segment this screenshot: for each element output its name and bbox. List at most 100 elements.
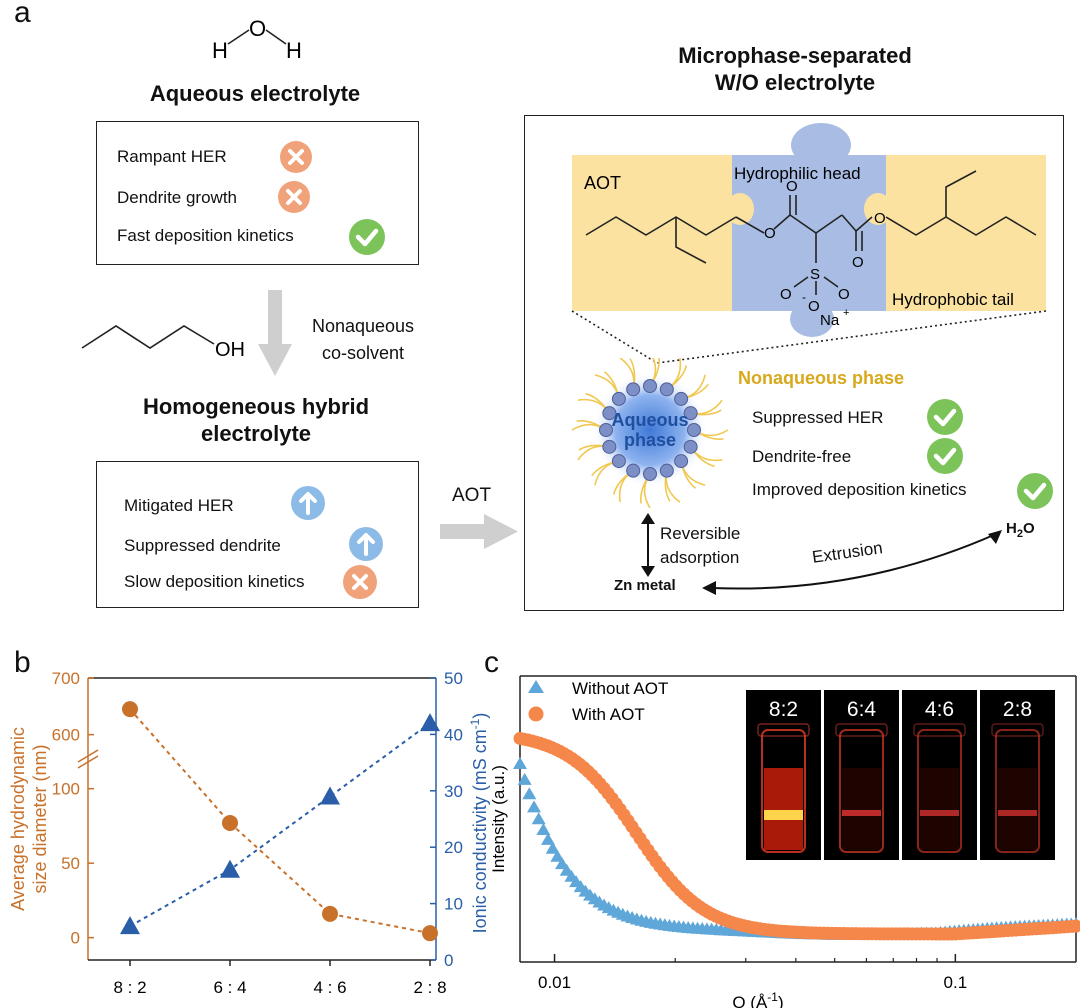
inset-label: 4:6	[925, 698, 954, 721]
inset-liquid	[842, 768, 881, 850]
water-o: O	[249, 16, 266, 41]
aqueous-item-3: Fast deposition kinetics	[117, 226, 294, 245]
legend-without-aot-label: Without AOT	[572, 679, 668, 698]
panel-c-label: c	[484, 646, 499, 679]
inset-vial	[839, 729, 884, 853]
check-icon	[349, 219, 385, 255]
size-point	[322, 905, 338, 922]
inset-vial-cap	[757, 723, 810, 737]
axis-break	[77, 755, 99, 769]
micelle-bead	[611, 391, 626, 406]
left-tick-label: 100	[52, 780, 80, 799]
x-tick-label: 2 : 8	[413, 978, 446, 997]
hydrophilic-head-label: Hydrophilic head	[734, 164, 861, 183]
right-tick-label: 40	[444, 725, 463, 744]
x-tick-label: 6 : 4	[213, 978, 246, 997]
x-tick-label: 4 : 6	[313, 978, 346, 997]
micro-item-3: Improved deposition kinetics	[752, 480, 967, 499]
without-aot-point	[550, 849, 565, 862]
conductivity-series-line	[129, 722, 431, 928]
inset-vial	[995, 729, 1040, 853]
right-tick-label: 10	[444, 895, 463, 914]
panel-b-label: b	[14, 646, 31, 679]
inset-label: 6:4	[847, 698, 877, 721]
inset-liquid	[920, 768, 959, 850]
legend-with-aot-marker	[528, 706, 544, 722]
hybrid-item-1: Mitigated HER	[124, 496, 234, 515]
legend-without-aot-marker	[528, 680, 544, 693]
inset-vial-cap	[913, 723, 966, 737]
inset-vial-cap	[835, 723, 888, 737]
without-aot-point	[527, 800, 542, 813]
c-x-tick-label: 0.1	[944, 973, 968, 992]
micelle-bead	[683, 439, 698, 454]
inset-vial	[917, 729, 962, 853]
butanol-oh: OH	[215, 339, 245, 361]
right-arrow-icon	[440, 514, 518, 549]
c-x-tick-label: 0.01	[538, 973, 571, 992]
cosolvent-line1: Nonaqueous	[311, 316, 415, 336]
micelle-bead	[674, 391, 689, 406]
without-aot-point	[522, 787, 537, 800]
microphase-title-line1: Microphase-separated	[678, 43, 912, 68]
micelle-bead	[683, 406, 698, 421]
without-aot-point	[531, 812, 546, 825]
micelle-bead	[687, 423, 701, 437]
inset-label: 2:8	[1003, 698, 1032, 721]
without-aot-point	[517, 772, 532, 785]
left-tick-label: 700	[52, 669, 80, 688]
without-aot-point	[545, 841, 560, 854]
inset-label: 8:2	[769, 698, 798, 721]
left-tick-label: 50	[61, 854, 80, 873]
reversible-line2: adsorption	[660, 548, 740, 567]
water-h-left: H	[212, 38, 228, 63]
micelle-bead	[643, 467, 657, 481]
size-series-line	[129, 708, 431, 935]
microphase-title-line2: W/O electrolyte	[714, 70, 876, 95]
micelle-bead	[602, 439, 617, 454]
inset-beam	[764, 810, 803, 820]
aqueous-phase-label: Aqueous phase	[600, 410, 700, 450]
h2o-label: H2O	[1006, 520, 1035, 540]
butanol-structure-icon: OH	[81, 325, 245, 361]
right-tick-label: 30	[444, 782, 463, 801]
conductivity-point	[420, 713, 440, 732]
axis-break	[77, 749, 99, 763]
check-icon	[927, 438, 963, 474]
hybrid-title-line2: electrolyte	[200, 421, 312, 446]
svg-text:O: O	[786, 178, 798, 195]
inset-beam	[842, 810, 881, 816]
hydrophobic-tail-label: Hydrophobic tail	[892, 290, 1014, 309]
without-aot-point	[513, 757, 527, 769]
aqueous-item-2: Dendrite growth	[117, 188, 238, 207]
aot-molecule-diagram: O O O O S O O O - Na + AOT Hydrophilic h…	[571, 123, 1047, 364]
inset-beam	[920, 810, 959, 816]
micro-item-2: Dendrite-free	[752, 447, 852, 466]
micelle-bead	[602, 406, 617, 421]
legend-with-aot-label: With AOT	[572, 705, 645, 724]
inset-photo	[902, 690, 977, 860]
c-y-axis-label: Intensity (a.u.)	[489, 765, 508, 873]
hybrid-item-2: Suppressed dendrite	[124, 536, 281, 555]
left-tick-label: 600	[52, 726, 80, 745]
svg-text:O: O	[780, 286, 792, 303]
inset-photo	[980, 690, 1055, 860]
up-arrow-icon	[349, 527, 383, 561]
neg-charge: -	[802, 290, 806, 304]
size-point	[222, 814, 238, 831]
sulfur-atom: S	[810, 266, 820, 283]
check-icon	[1017, 473, 1053, 509]
inset-photo	[824, 690, 899, 860]
micelle-bead	[659, 382, 674, 397]
left-axis-label-1: Average hydrodynamic	[8, 727, 28, 911]
conductivity-point	[320, 786, 340, 805]
hybrid-title: Homogeneous hybrid electrolyte	[86, 393, 426, 447]
right-tick-label: 0	[444, 951, 453, 970]
aqueous-item-1: Rampant HER	[117, 147, 227, 166]
cosolvent-label: Nonaqueous co-solvent	[296, 313, 430, 367]
x-tick-label: 8 : 2	[113, 978, 146, 997]
sulfonate-o: O	[808, 298, 820, 315]
left-tick-label: 0	[71, 929, 80, 948]
